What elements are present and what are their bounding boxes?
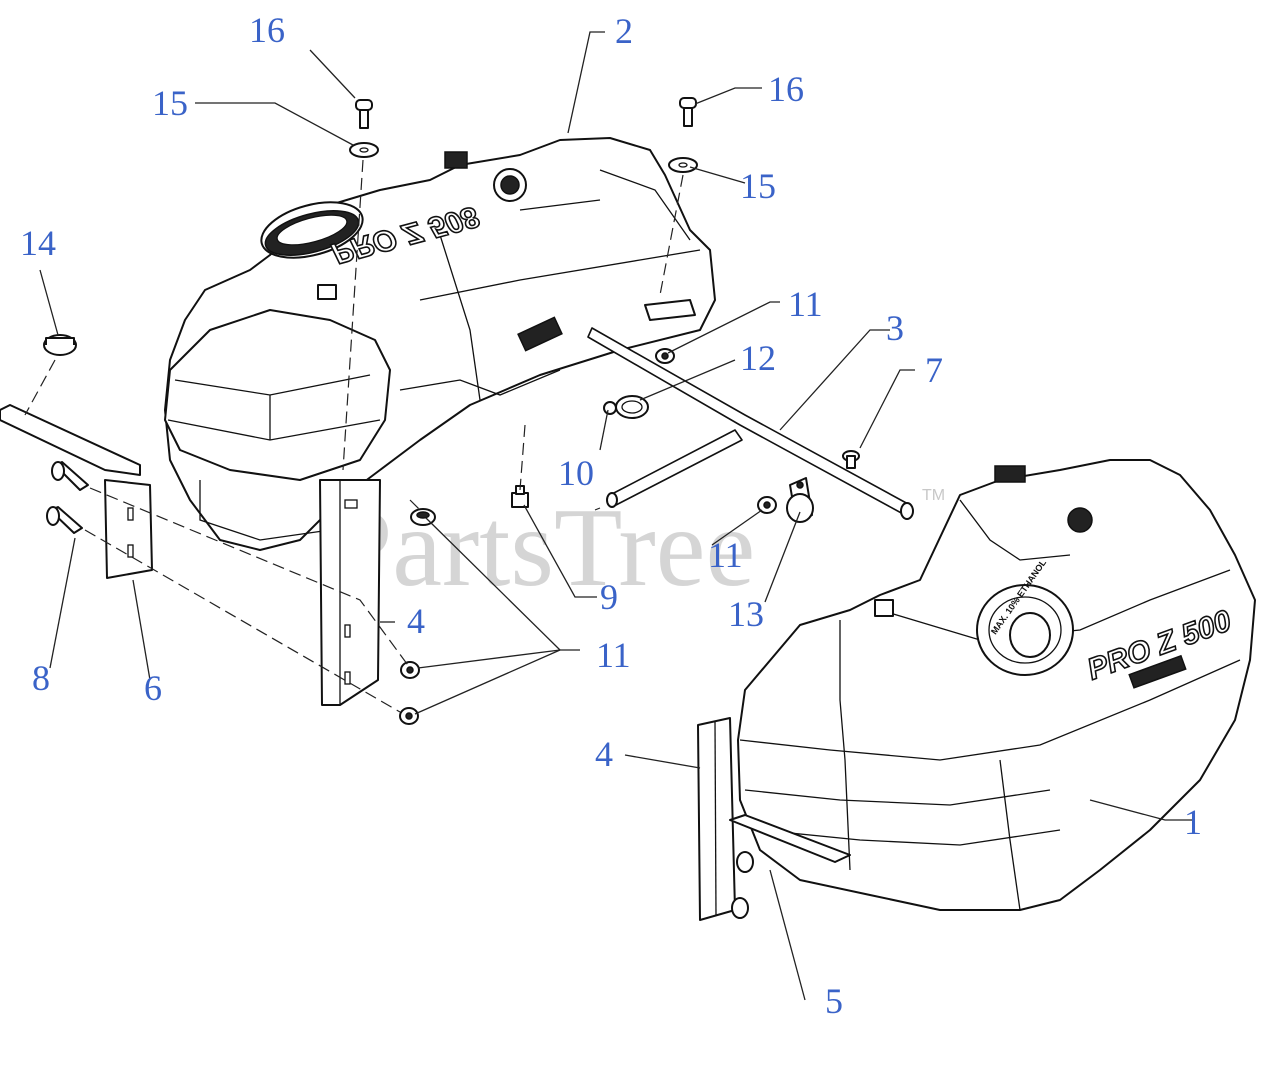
callout-10: 10 — [558, 453, 594, 493]
callout-1: 1 — [1184, 802, 1202, 842]
callout-3: 3 — [886, 308, 904, 348]
trademark-mark: TM — [922, 487, 945, 504]
callout-9: 9 — [600, 577, 618, 617]
callout-11-mid: 11 — [708, 535, 743, 575]
bumper-part-14[interactable] — [43, 334, 77, 356]
callout-5: 5 — [825, 981, 843, 1021]
callout-11-bottom: 11 — [596, 635, 631, 675]
screw-part-7[interactable] — [842, 450, 860, 469]
callout-15-right: 15 — [740, 166, 776, 206]
left-fuel-tank[interactable]: PRO Z 508 — [164, 137, 716, 551]
callout-4-right: 4 — [595, 734, 613, 774]
callout-7: 7 — [925, 350, 943, 390]
clip-part-10[interactable] — [603, 401, 617, 415]
washer-part-15-left[interactable] — [349, 142, 379, 158]
watermark: PartsTree — [330, 486, 755, 610]
bracket-part-4-left[interactable] — [319, 479, 381, 706]
callout-11-top: 11 — [788, 284, 823, 324]
callout-16-left: 16 — [249, 10, 285, 50]
callout-2: 2 — [615, 11, 633, 51]
bracket-part-4-right[interactable] — [697, 717, 754, 921]
nut-part-11-lower-a[interactable] — [400, 661, 420, 679]
callout-15-left: 15 — [152, 83, 188, 123]
bolt-part-8[interactable] — [46, 461, 89, 534]
callout-16-right: 16 — [768, 69, 804, 109]
bolt-part-16-right[interactable] — [679, 97, 697, 127]
fuel-line[interactable] — [587, 327, 914, 520]
callout-6: 6 — [144, 668, 162, 708]
callout-4-left: 4 — [407, 601, 425, 641]
callout-14: 14 — [20, 223, 56, 263]
bolt-part-16-left[interactable] — [355, 99, 373, 129]
callout-8: 8 — [32, 658, 50, 698]
right-fuel-tank[interactable]: MAX. 10% ETHANOL PRO Z 500 — [737, 459, 1256, 911]
callout-13: 13 — [728, 594, 764, 634]
callout-12: 12 — [740, 338, 776, 378]
bracket-part-5[interactable] — [729, 814, 851, 863]
clamp-part-13[interactable] — [786, 477, 814, 523]
nut-part-11-lower-b[interactable] — [399, 707, 419, 725]
nut-part-11-middle[interactable] — [757, 496, 777, 514]
bracket-part-6[interactable] — [0, 404, 153, 579]
washer-part-15-right[interactable] — [668, 157, 698, 173]
